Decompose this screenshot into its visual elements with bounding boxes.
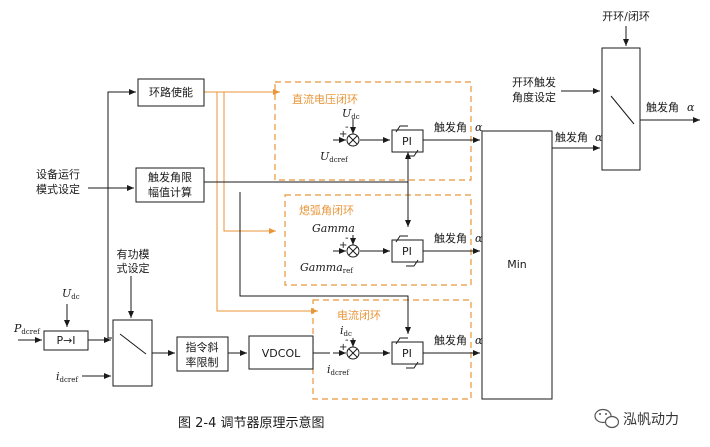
udc-input-symbol: Udc (62, 287, 80, 301)
svg-text:触发角: 触发角 (555, 130, 588, 144)
udc-feedback-symbol: Udc (342, 107, 360, 121)
loop-enable-block (137, 78, 205, 107)
open-closed-switch (601, 47, 641, 171)
p-to-i-block (43, 330, 89, 351)
min-block (481, 130, 553, 400)
firing-angle-limit-block (135, 167, 205, 203)
idc-feedback-symbol: idc (340, 324, 352, 338)
svg-text:α: α (475, 334, 483, 347)
operation-mode-label-1: 设备运行 (36, 167, 80, 181)
firing-angle-label-current: 触发角 α (434, 333, 483, 347)
idcref-loop-symbol: idcref (327, 363, 350, 377)
firing-angle-label-min-out: 触发角 α (555, 130, 603, 144)
min-label: Min (507, 258, 527, 271)
pi-block-dc-voltage: PI (391, 125, 424, 157)
sign-minus: - (345, 335, 349, 346)
svg-text:PI: PI (402, 135, 412, 148)
svg-text:α: α (475, 232, 483, 245)
vdcol-block (248, 335, 314, 370)
sign-plus: + (339, 240, 347, 251)
gamma-feedback-symbol: Gamma (312, 222, 355, 235)
dc-voltage-loop-title: 直流电压闭环 (292, 92, 358, 106)
gamma-loop-frame (284, 194, 472, 286)
operation-mode-label-2: 模式设定 (36, 182, 80, 196)
wechat-icon (594, 408, 620, 429)
ramp-limit-block (176, 336, 229, 372)
firing-angle-label-final: 触发角 α (646, 100, 695, 114)
active-mode-label-1: 有功模 (117, 247, 150, 261)
open-loop-setting-label-1: 开环触发 (512, 75, 556, 89)
udcref-symbol: Udcref (320, 150, 349, 164)
figure-caption: 图 2-4 调节器原理示意图 (178, 415, 325, 431)
vdcol-label: VDCOL (262, 347, 301, 360)
active-mode-switch (112, 319, 153, 387)
current-loop-title: 电流闭环 (337, 308, 381, 322)
svg-text:α: α (595, 131, 603, 144)
sign-plus: + (339, 129, 347, 140)
gamma-ref-symbol: Gammaref (300, 261, 354, 275)
svg-text:触发角: 触发角 (646, 100, 679, 114)
svg-text:触发角: 触发角 (434, 120, 467, 134)
open-loop-setting-label-2: 角度设定 (512, 90, 556, 104)
svg-text:触发角: 触发角 (434, 231, 467, 245)
firing-angle-limit-label-2: 幅值计算 (148, 185, 192, 199)
sum-junction-gamma (346, 244, 360, 258)
sign-minus: - (345, 233, 349, 244)
firing-angle-label-gamma: 触发角 α (434, 231, 483, 245)
firing-angle-label-dc: 触发角 α (434, 120, 483, 134)
svg-text:PI: PI (402, 347, 412, 360)
ramp-limit-label-2: 率限制 (186, 355, 219, 369)
firing-angle-limit-label-1: 触发角限 (148, 170, 192, 184)
active-mode-label-2: 式设定 (117, 261, 150, 275)
p-to-i-label: P→I (56, 334, 75, 347)
ramp-limit-label-1: 指令斜 (186, 340, 219, 354)
svg-text:α: α (687, 101, 695, 114)
watermark: 泓帆动力 (594, 408, 679, 429)
svg-text:α: α (475, 121, 483, 134)
dc-voltage-loop-frame (274, 81, 472, 181)
pi-block-gamma: PI (391, 235, 424, 267)
svg-text:触发角: 触发角 (434, 333, 467, 347)
loop-enable-label: 环路使能 (149, 85, 193, 99)
pdcref-symbol: Pdcref (13, 322, 41, 336)
gamma-loop-title: 熄弧角闭环 (299, 203, 354, 217)
sum-junction-current (346, 346, 360, 360)
sign-plus: + (339, 342, 347, 353)
pi-block-current: PI (391, 337, 424, 369)
svg-text:泓帆动力: 泓帆动力 (623, 412, 679, 428)
open-closed-label: 开环/闭环 (602, 10, 650, 23)
svg-text:PI: PI (402, 245, 412, 258)
sign-minus: - (345, 122, 349, 133)
idcref-input-symbol: idcref (56, 370, 79, 384)
sum-junction-dc-voltage (346, 133, 360, 147)
